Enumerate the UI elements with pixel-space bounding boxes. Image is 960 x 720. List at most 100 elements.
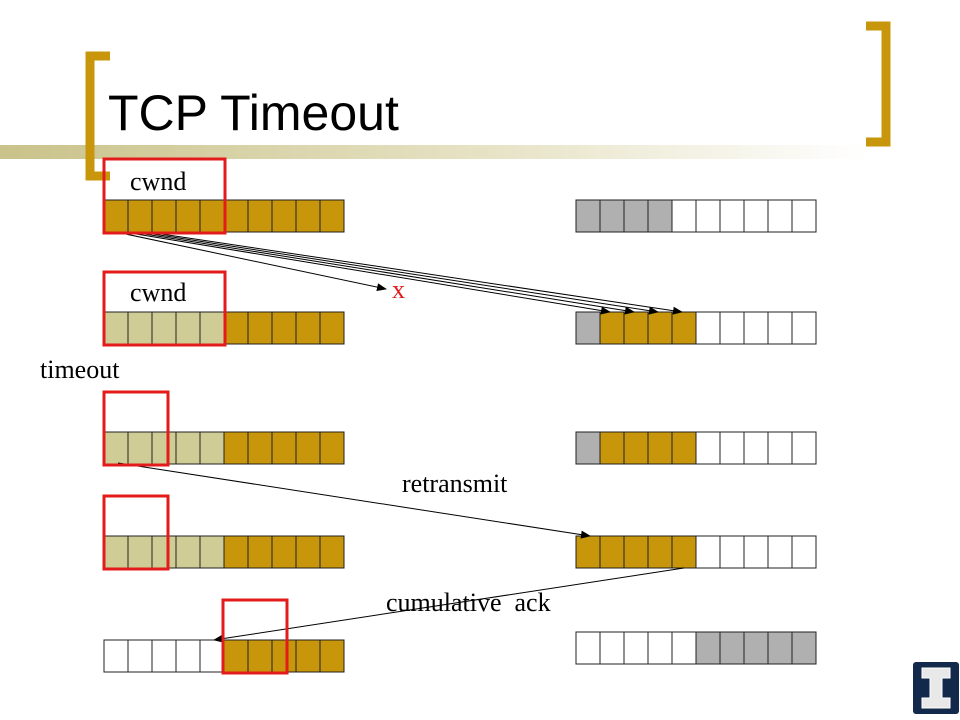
right-bracket [866,21,891,147]
receiver-segment-cell [623,199,649,233]
receiver-segment-cell [719,631,745,665]
receiver-segment-cell [695,311,721,345]
sender-segment-cell [319,311,345,345]
receiver-segment-cell [623,431,649,465]
sender-segment-cell [295,535,321,569]
receiver-segment-cell [767,199,793,233]
sender-segment-cell [103,311,129,345]
receiver-buffer-row-5 [575,631,817,665]
sender-segment-cell [127,431,153,465]
left-bracket [85,51,110,181]
arrow-retransmit [117,462,591,539]
receiver-segment-cell [575,431,601,465]
sender-segment-cell [151,311,177,345]
sender-segment-cell [103,535,129,569]
receiver-segment-cell [575,631,601,665]
cwnd-box-5 [221,598,289,675]
receiver-segment-cell [743,631,769,665]
loss-mark: x [392,275,405,304]
receiver-segment-cell [695,535,721,569]
receiver-segment-cell [575,199,601,233]
sender-segment-cell [271,639,297,673]
sender-segment-cell [319,535,345,569]
receiver-buffer-row-4 [575,535,817,569]
receiver-segment-cell [743,199,769,233]
receiver-buffer-row-1 [575,199,817,233]
sender-segment-cell [151,639,177,673]
cwnd-box-1 [102,157,227,235]
retransmit-label: retransmit [402,469,508,498]
receiver-segment-cell [599,311,625,345]
receiver-segment-cell [599,535,625,569]
sender-segment-cell [295,311,321,345]
receiver-segment-cell [743,311,769,345]
sender-segment-cell [199,639,225,673]
timeout-label: timeout [40,355,120,384]
sender-segment-cell [151,431,177,465]
sender-segment-cell [247,199,273,233]
sender-segment-cell [247,535,273,569]
sender-segment-cell [271,431,297,465]
receiver-segment-cell [791,631,817,665]
sender-segment-cell [223,639,249,673]
receiver-segment-cell [623,535,649,569]
receiver-segment-cell [647,631,673,665]
receiver-segment-cell [647,199,673,233]
arrow-packet-5 [147,231,683,315]
sender-segment-cell [151,199,177,233]
receiver-segment-cell [599,431,625,465]
receiver-segment-cell [575,311,601,345]
receiver-segment-cell [719,311,745,345]
sender-segment-cell [175,639,201,673]
sender-segment-cell [247,639,273,673]
receiver-segment-cell [671,311,697,345]
sender-segment-cell [247,431,273,465]
receiver-segment-cell [743,535,769,569]
sender-segment-cell [127,639,153,673]
receiver-segment-cell [623,311,649,345]
sender-segment-cell [199,311,225,345]
receiver-segment-cell [695,199,721,233]
receiver-segment-cell [671,431,697,465]
sender-segment-cell [295,431,321,465]
arrow-cumulative-ack [213,567,685,643]
cwnd-box-4 [102,494,170,571]
sender-segment-cell [223,431,249,465]
receiver-segment-cell [743,431,769,465]
sender-segment-cell [103,199,129,233]
sender-segment-cell [271,199,297,233]
sender-segment-cell [199,535,225,569]
sender-segment-cell [295,639,321,673]
cwnd-box-2 [102,270,227,347]
cwnd-label-2: cwnd [130,278,186,307]
sender-segment-cell [199,431,225,465]
send-arrows [115,231,683,315]
sender-segment-cell [199,199,225,233]
receiver-segment-cell [719,431,745,465]
arrow-packet-4 [139,231,659,315]
sender-buffer-row-3 [103,431,345,465]
cwnd-box-3 [102,390,170,467]
receiver-segment-cell [671,535,697,569]
sender-segment-cell [151,535,177,569]
sender-segment-cell [319,431,345,465]
sender-segment-cell [319,639,345,673]
sender-segment-cell [271,311,297,345]
receiver-segment-cell [767,311,793,345]
sender-segment-cell [175,311,201,345]
sender-segment-cell [319,199,345,233]
sender-segment-cell [223,199,249,233]
sender-segment-cell [175,199,201,233]
sender-segment-cell [223,311,249,345]
receiver-segment-cell [719,535,745,569]
receiver-segment-cell [671,631,697,665]
receiver-segment-cell [791,311,817,345]
sender-segment-cell [127,199,153,233]
receiver-segment-cell [791,535,817,569]
receiver-segment-cell [791,431,817,465]
title-underline-bar [0,145,870,159]
sender-segment-cell [103,639,129,673]
sender-buffer-row-4 [103,535,345,569]
